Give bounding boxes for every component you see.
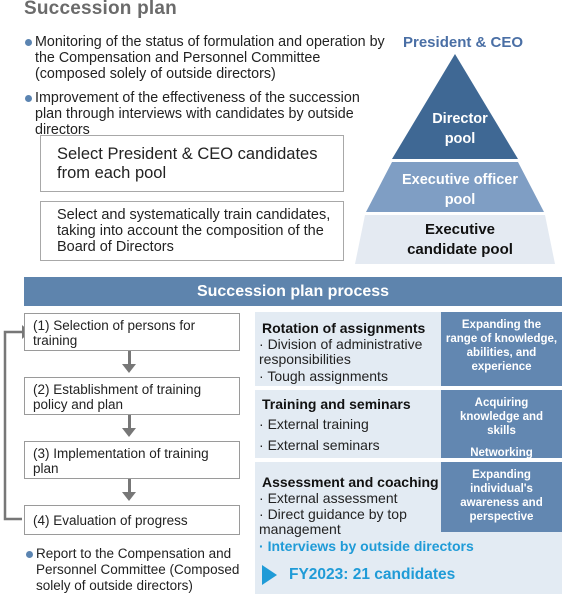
interviews-highlight: · Interviews by outside directors: [259, 538, 474, 554]
rotation-heading: Rotation of assignments: [262, 320, 426, 336]
process-header: Succession plan process: [24, 277, 562, 306]
rotation-item: · Division of administrative responsibil…: [259, 336, 423, 367]
training-item: · External seminars: [259, 437, 380, 453]
bullet-text: Improvement of the effectiveness of the …: [35, 90, 360, 138]
arrow-down-icon: [122, 364, 136, 373]
arrow-stem: [128, 479, 131, 493]
select-train-box: Select and systematically train candidat…: [40, 201, 344, 261]
executive-candidate-pool-tier: [355, 215, 555, 264]
page-title: Succession plan: [24, 0, 177, 19]
assessment-tag: Expanding individual's awareness and per…: [441, 462, 562, 532]
select-ceo-box: Select President & CEO candidates from e…: [40, 135, 344, 192]
bullet-dot-icon: [25, 39, 32, 46]
president-ceo-label: President & CEO: [403, 34, 524, 51]
training-tag-knowledge: Acquiring knowledge and skills: [459, 397, 544, 437]
play-arrow-icon: [262, 565, 277, 585]
assessment-item: · Direct guidance by top management: [259, 506, 407, 537]
arrow-down-icon: [122, 428, 136, 437]
bullet-dot-icon: [25, 95, 32, 102]
assessment-item-text: External assessment: [267, 490, 398, 506]
rotation-tag: Expanding the range of knowledge, abilit…: [441, 312, 562, 386]
arrow-down-icon: [122, 492, 136, 501]
step-implementation: (3) Implementation of training plan: [24, 441, 240, 479]
interviews-highlight-text: Interviews by outside directors: [267, 538, 474, 554]
rotation-item-text: Division of administrative responsibilit…: [259, 336, 423, 367]
succession-pyramid: [355, 54, 555, 264]
fy2023-candidates: FY2023: 21 candidates: [289, 566, 456, 583]
training-heading: Training and seminars: [262, 396, 411, 412]
step-label: (4) Evaluation of progress: [33, 513, 188, 528]
report-note-text: Report to the Compensation and Personnel…: [36, 546, 240, 593]
select-ceo-text: Select President & CEO candidates from e…: [57, 145, 318, 182]
loop-connector: [3, 325, 30, 521]
training-item-text: External training: [267, 416, 369, 432]
executive-officer-pool-tier: [366, 162, 544, 212]
bullet-improvement: Improvement of the effectiveness of the …: [25, 90, 385, 138]
training-item-text: External seminars: [267, 437, 380, 453]
training-tag: Acquiring knowledge and skills Networkin…: [441, 390, 562, 459]
rotation-item-text: Tough assignments: [267, 368, 388, 384]
training-item: · External training: [259, 416, 369, 432]
step-evaluation: (4) Evaluation of progress: [24, 505, 240, 535]
assessment-item-text: Direct guidance by top management: [259, 506, 407, 537]
step-label: (2) Establishment of training policy and…: [33, 382, 202, 412]
assessment-heading: Assessment and coaching: [262, 474, 439, 490]
assessment-item: · External assessment: [259, 490, 398, 506]
step-selection: (1) Selection of persons for training: [24, 313, 240, 351]
step-label: (1) Selection of persons for training: [33, 318, 196, 348]
bullet-text: Monitoring of the status of formulation …: [35, 34, 385, 82]
rotation-item: · Tough assignments: [259, 368, 388, 384]
training-tag-networking: Networking: [470, 447, 533, 459]
select-train-text: Select and systematically train candidat…: [57, 207, 331, 255]
executive-candidate-pool-label: Executive candidate pool: [407, 221, 513, 258]
arrow-stem: [128, 351, 131, 365]
step-label: (3) Implementation of training plan: [33, 446, 209, 476]
report-note: Report to the Compensation and Personnel…: [26, 546, 251, 594]
bullet-monitoring: Monitoring of the status of formulation …: [25, 34, 385, 82]
director-pool-tier: [392, 54, 518, 159]
bullet-dot-icon: [26, 551, 33, 558]
step-establishment: (2) Establishment of training policy and…: [24, 377, 240, 415]
director-pool-label: Director pool: [432, 111, 488, 147]
executive-officer-pool-label: Executive officer pool: [401, 172, 519, 208]
arrow-stem: [128, 415, 131, 429]
